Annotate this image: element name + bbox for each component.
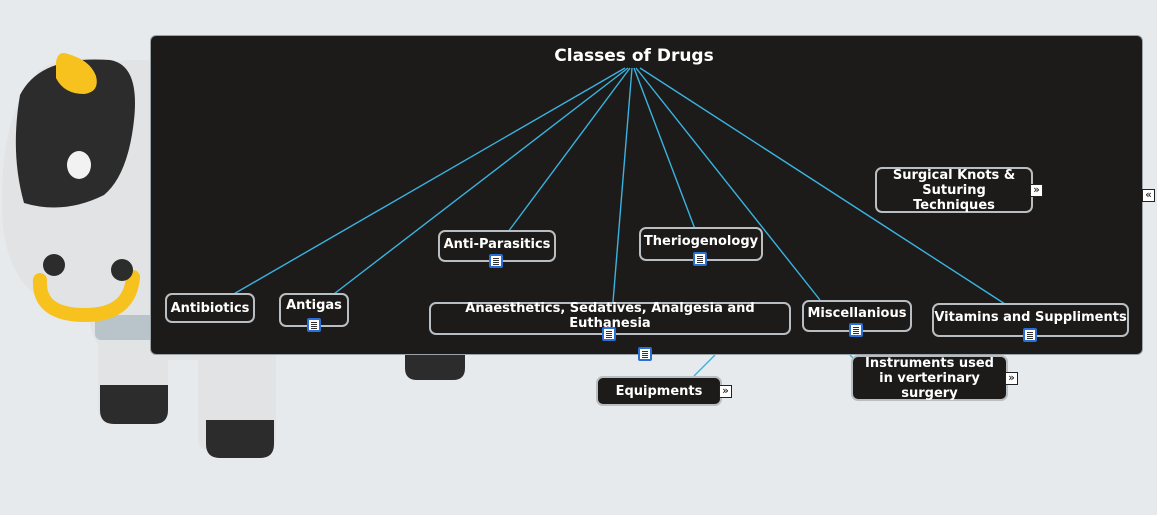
cow-nose-ring bbox=[32, 270, 140, 323]
note-icon[interactable] bbox=[638, 347, 652, 361]
node-label: Anaesthetics, Sedatives, Analgesia and E… bbox=[465, 301, 755, 331]
cow-eye bbox=[67, 151, 91, 179]
cow-horn bbox=[56, 53, 97, 94]
cow-nostril bbox=[111, 259, 133, 281]
node-label: Miscellanious bbox=[807, 306, 907, 321]
node-label: Equipments bbox=[615, 383, 703, 399]
cow-nostril bbox=[43, 254, 65, 276]
node-label: Antibiotics bbox=[170, 300, 250, 316]
note-icon[interactable] bbox=[693, 252, 707, 266]
node-antibiotics[interactable]: Antibiotics bbox=[165, 293, 255, 323]
cow-hoof bbox=[100, 385, 168, 424]
note-icon[interactable] bbox=[849, 323, 863, 337]
collapse-icon[interactable]: « bbox=[1142, 189, 1155, 202]
cow-hoof bbox=[206, 420, 274, 458]
note-icon[interactable] bbox=[307, 318, 321, 332]
node-instruments[interactable]: Instruments used in verterinary surgery bbox=[851, 355, 1008, 401]
node-label: Vitamins and Suppliments bbox=[934, 309, 1127, 325]
link-equipments bbox=[693, 354, 716, 377]
node-vitamins[interactable]: Vitamins and Suppliments bbox=[932, 303, 1129, 337]
node-label: Surgical Knots & Suturing Techniques bbox=[892, 167, 1016, 213]
node-label: Instruments used in verterinary surgery bbox=[865, 355, 994, 401]
node-surgical-knots[interactable]: Surgical Knots & Suturing Techniques bbox=[875, 167, 1033, 213]
node-label: Theriogenology bbox=[643, 233, 759, 249]
node-equipments[interactable]: Equipments bbox=[596, 376, 722, 406]
note-icon[interactable] bbox=[602, 327, 616, 341]
note-icon[interactable] bbox=[489, 254, 503, 268]
expand-icon[interactable]: » bbox=[1005, 372, 1018, 385]
node-label: Anti-Parasitics bbox=[443, 236, 551, 252]
expand-icon[interactable]: » bbox=[719, 385, 732, 398]
node-label: Antigas bbox=[286, 297, 342, 313]
central-topic[interactable]: Classes of Drugs bbox=[554, 46, 714, 66]
cow-spot bbox=[15, 59, 135, 208]
expand-icon[interactable]: » bbox=[1030, 184, 1043, 197]
note-icon[interactable] bbox=[1023, 328, 1037, 342]
